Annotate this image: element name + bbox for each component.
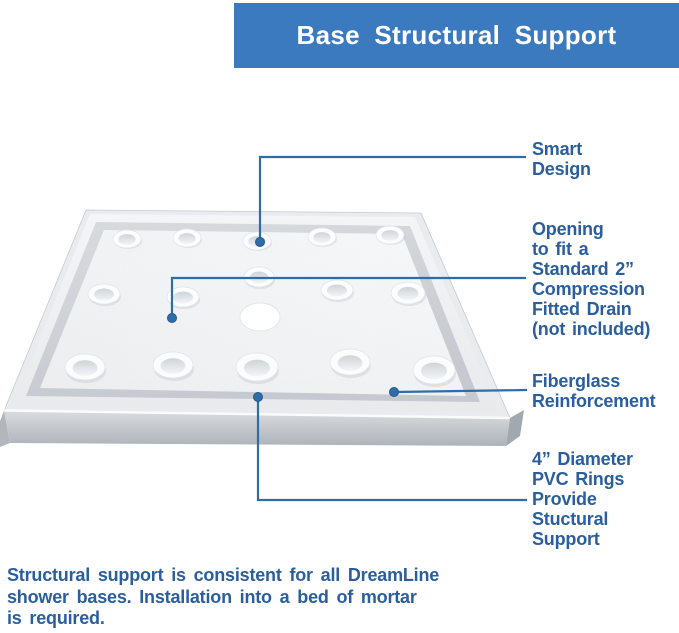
pvc-ring	[390, 281, 426, 306]
footer-note: Structural support is consistent for all…	[7, 565, 440, 628]
callout-dot	[255, 237, 265, 247]
title-banner: Base Structural Support	[234, 3, 679, 68]
pvc-ring	[172, 228, 202, 248]
drain-opening	[239, 302, 281, 332]
page-title: Base Structural Support	[296, 20, 617, 50]
pvc-ring	[87, 283, 121, 306]
pvc-ring	[235, 352, 279, 384]
callout-line-smart-design	[255, 155, 526, 247]
callout-label-smart-design: Smart Design	[532, 139, 591, 179]
pvc-ring	[329, 348, 371, 378]
callout-dot	[167, 313, 177, 323]
callout-label-pvc-rings: 4” Diameter PVC Rings Provide Stuctural …	[532, 449, 633, 549]
callout-label-drain-opening: Opening to fit a Standard 2” Compression…	[532, 219, 651, 339]
pan-right-end-face	[506, 410, 524, 446]
callout-dot	[253, 392, 263, 402]
shower-pan	[0, 209, 524, 447]
pvc-ring	[412, 355, 456, 387]
pvc-ring	[166, 286, 200, 309]
callout-label-fiberglass-reinforcement: Fiberglass Reinforcement	[532, 371, 656, 411]
callout-line-pvc-rings	[253, 392, 527, 502]
pvc-ring	[112, 229, 142, 249]
pvc-ring	[64, 353, 106, 383]
callout-line-drain-opening	[167, 276, 526, 323]
pvc-ring	[320, 279, 354, 302]
callout-line-fiberglass	[389, 387, 528, 397]
callout-dot	[389, 387, 399, 397]
pan-left-end-face	[0, 411, 10, 447]
pvc-ring	[375, 225, 405, 245]
pvc-ring	[152, 351, 194, 381]
pvc-ring	[307, 227, 337, 247]
